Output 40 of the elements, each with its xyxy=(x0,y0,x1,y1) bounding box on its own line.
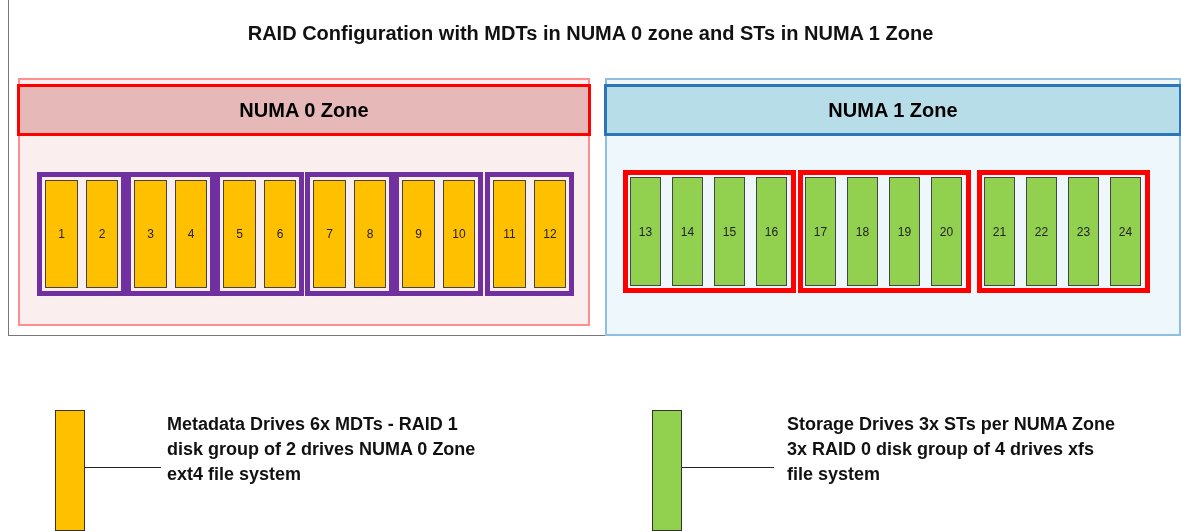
drive-bay: 1 xyxy=(45,180,78,288)
disk-group-frame xyxy=(485,172,574,296)
zone-heading: NUMA 0 Zone xyxy=(17,84,591,136)
legend-text: Storage Drives 3x STs per NUMA Zone 3x RAID 0 disk group of 4 drives xfs file system xyxy=(787,413,1117,486)
drive-bay: 2 xyxy=(86,180,118,288)
drive-bay: 20 xyxy=(931,177,962,286)
disk-group-frame xyxy=(305,172,394,296)
drive-bay: 14 xyxy=(672,177,703,286)
drive-bay: 8 xyxy=(354,180,386,288)
legend-text: Metadata Drives 6x MDTs - RAID 1 disk group of 2 drives NUMA 0 Zone ext4 file system xyxy=(167,413,477,486)
drive-bay: 10 xyxy=(443,180,475,288)
zone-panel xyxy=(18,78,590,326)
disk-group-frame xyxy=(126,172,215,296)
drive-bay: 12 xyxy=(534,180,566,288)
drive-bay: 4 xyxy=(175,180,207,288)
title: RAID Configuration with MDTs in NUMA 0 zone and STs in NUMA 1 Zone xyxy=(246,22,935,45)
drive-bay: 9 xyxy=(402,180,435,288)
drive-bay: 5 xyxy=(223,180,256,288)
drive-bay: 13 xyxy=(630,177,661,286)
drive-bay: 6 xyxy=(264,180,296,288)
zone-panel xyxy=(605,78,1181,336)
drive-bay: 24 xyxy=(1110,177,1141,286)
zone-heading: NUMA 1 Zone xyxy=(604,84,1181,136)
drive-bay: 19 xyxy=(889,177,920,286)
disk-group-frame xyxy=(37,172,126,296)
drive-bay: 15 xyxy=(714,177,745,286)
disk-group-frame xyxy=(394,172,483,296)
drive-bay: 11 xyxy=(493,180,526,288)
drive-bay: 18 xyxy=(847,177,878,286)
drive-bay: 21 xyxy=(984,177,1015,286)
drive-bay: 23 xyxy=(1068,177,1099,286)
drive-bay: 17 xyxy=(805,177,836,286)
disk-group-frame xyxy=(623,170,796,293)
disk-group-frame xyxy=(798,170,971,293)
disk-group-frame xyxy=(977,170,1150,293)
drive-bay: 16 xyxy=(756,177,787,286)
disk-group-frame xyxy=(215,172,304,296)
drive-bay: 22 xyxy=(1026,177,1057,286)
drive-bay: 3 xyxy=(134,180,167,288)
drive-bay: 7 xyxy=(313,180,346,288)
